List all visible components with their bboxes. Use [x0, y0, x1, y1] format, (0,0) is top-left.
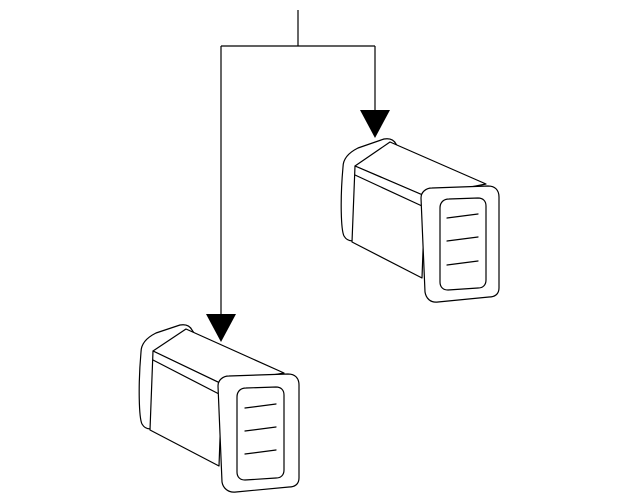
connector-lower-edge [152, 359, 220, 395]
connector-lower-front-panel [236, 386, 285, 481]
connector-lower-rib-1 [244, 403, 277, 409]
connector-upper-rib-2 [446, 236, 479, 242]
connector-upper-rib-3 [446, 260, 479, 266]
connector-upper-front [420, 185, 500, 303]
arrowhead-lower [206, 314, 236, 342]
connector-upper [340, 138, 500, 303]
connector-upper-body [351, 165, 426, 279]
connector-lower [138, 324, 300, 493]
connector-lower-rib-2 [244, 426, 277, 432]
connector-upper-edge [354, 174, 423, 207]
arrowhead-upper [360, 110, 390, 138]
connector-lower-body [149, 350, 223, 467]
connector-lower-front [217, 373, 300, 493]
leader-lines [206, 10, 390, 342]
connector-lower-rib-3 [244, 449, 277, 455]
connector-upper-front-panel [439, 197, 487, 291]
connector-upper-rib-1 [446, 213, 479, 219]
